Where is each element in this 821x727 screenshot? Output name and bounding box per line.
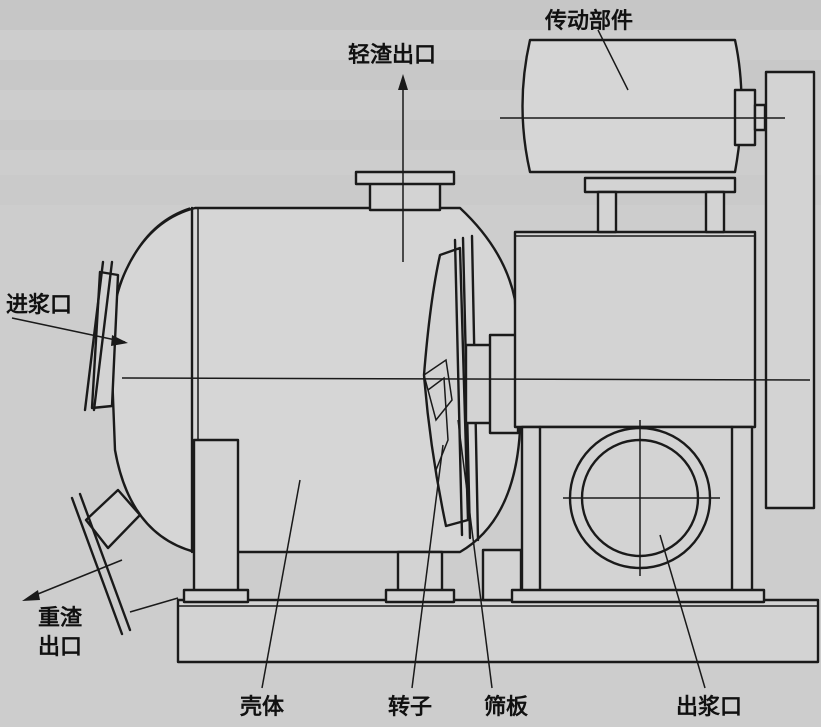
label-feed-inlet: 进浆口: [6, 292, 72, 318]
base-plate: [176, 598, 820, 664]
bearing-housing: [464, 333, 523, 602]
flow-arrows: [11, 74, 408, 601]
feed-arrow-line: [11, 317, 126, 343]
shell-supports: [182, 438, 456, 604]
label-drive-part: 传动部件: [544, 8, 633, 34]
heavy-slag-arrow-head: [22, 590, 40, 601]
light-slag-arrow-head: [398, 74, 408, 90]
belt-guard: [764, 70, 816, 510]
drive-housing-box: [513, 230, 757, 429]
label-rotor: 转子: [388, 694, 432, 720]
heavy-slag-outlet-flange: [70, 488, 142, 636]
heavy-slag-arrow-line: [27, 559, 123, 599]
label-heavy-slag-outlet-line1: 重渣: [38, 605, 83, 631]
label-heavy-slag-outlet-line2: 出口: [38, 635, 82, 660]
label-shell: 壳体: [239, 695, 285, 720]
label-pulp-outlet: 出浆口: [676, 694, 742, 720]
feed-arrow-head: [111, 335, 128, 346]
center-axis: [121, 117, 811, 576]
lower-frame: [510, 425, 766, 604]
leader-lines: [129, 29, 706, 689]
label-light-slag-outlet: 轻渣出口: [348, 42, 436, 68]
label-screen-plate: 筛板: [484, 694, 529, 720]
